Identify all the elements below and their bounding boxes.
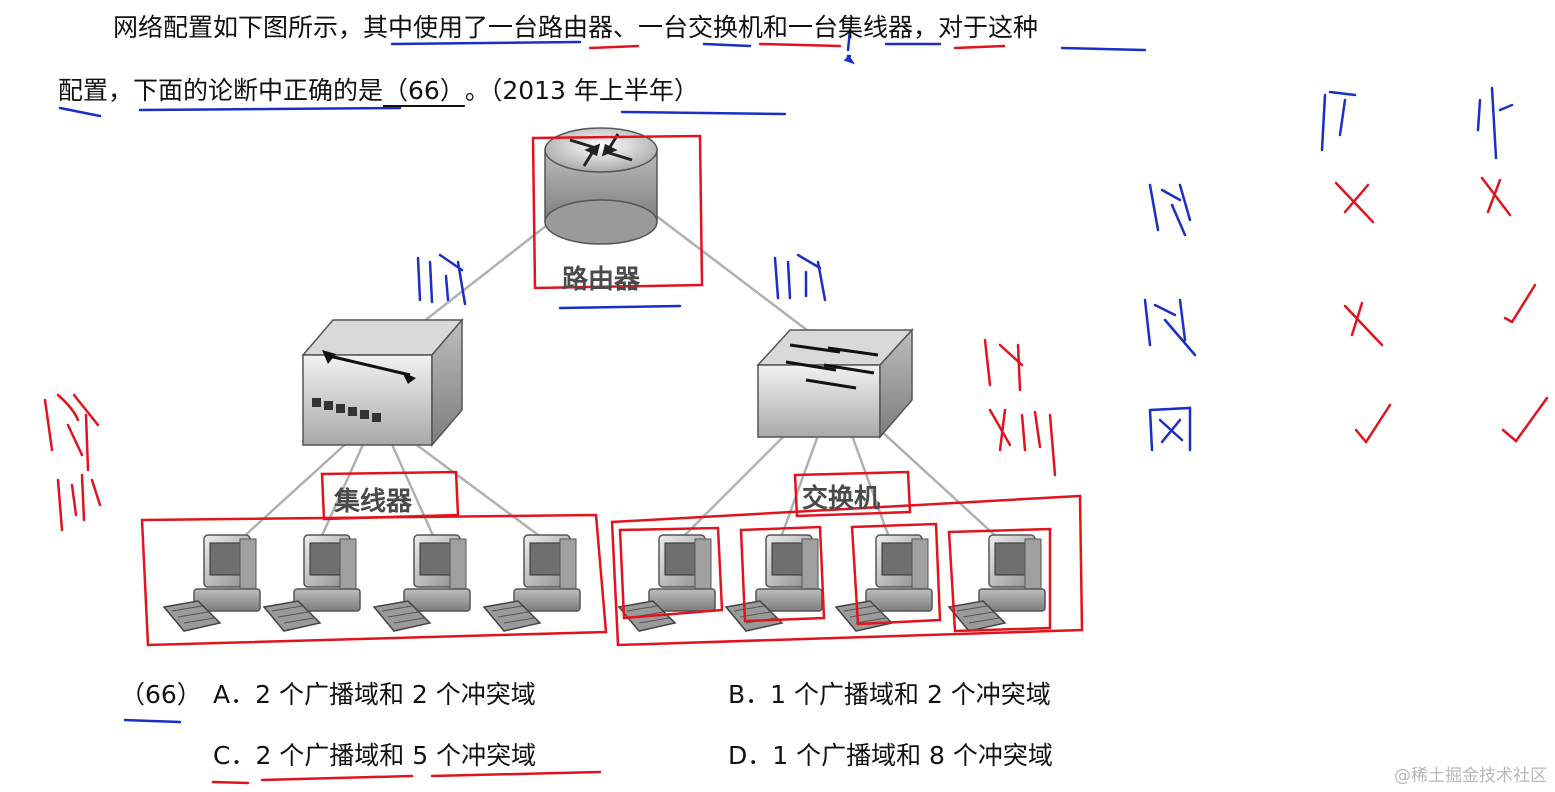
- question-blank: （66）: [383, 76, 465, 105]
- router-icon: [544, 127, 658, 245]
- pc-icon: [835, 534, 933, 632]
- router-label: 路由器: [562, 265, 641, 295]
- question-line-2-prefix: 配置，下面的论断中正确的是: [58, 76, 384, 105]
- option-c: C．2 个广播域和 5 个冲突域: [213, 741, 537, 770]
- switch-label: 交换机: [802, 484, 881, 514]
- hub-icon: [301, 317, 464, 448]
- question-number: （66）: [120, 680, 202, 709]
- hub-pc-group: [163, 534, 581, 632]
- connection-lines: [239, 214, 1001, 542]
- pc-icon: [373, 534, 471, 632]
- blue-annotations: [58, 28, 1514, 724]
- red-annotations: [43, 42, 1549, 785]
- switch-pc-group: [618, 534, 1046, 632]
- option-d: D．1 个广播域和 8 个冲突域: [728, 741, 1053, 770]
- pc-icon: [263, 534, 361, 632]
- question-line-1: 网络配置如下图所示，其中使用了一台路由器、一台交换机和一台集线器，对于这种: [113, 13, 1039, 42]
- pc-icon: [163, 534, 261, 632]
- question-line-2-suffix: 。（2013 年上半年）: [464, 76, 699, 105]
- pc-icon: [725, 534, 823, 632]
- switch-icon: [756, 328, 914, 440]
- option-a: A．2 个广播域和 2 个冲突域: [213, 680, 536, 709]
- option-b: B．1 个广播域和 2 个冲突域: [728, 680, 1051, 709]
- watermark: @稀土掘金技术社区: [1394, 766, 1547, 786]
- question-line-2: 配置，下面的论断中正确的是（66）。（2013 年上半年）: [58, 75, 699, 107]
- pc-icon: [948, 534, 1046, 632]
- hub-label: 集线器: [334, 487, 413, 517]
- pc-icon: [483, 534, 581, 632]
